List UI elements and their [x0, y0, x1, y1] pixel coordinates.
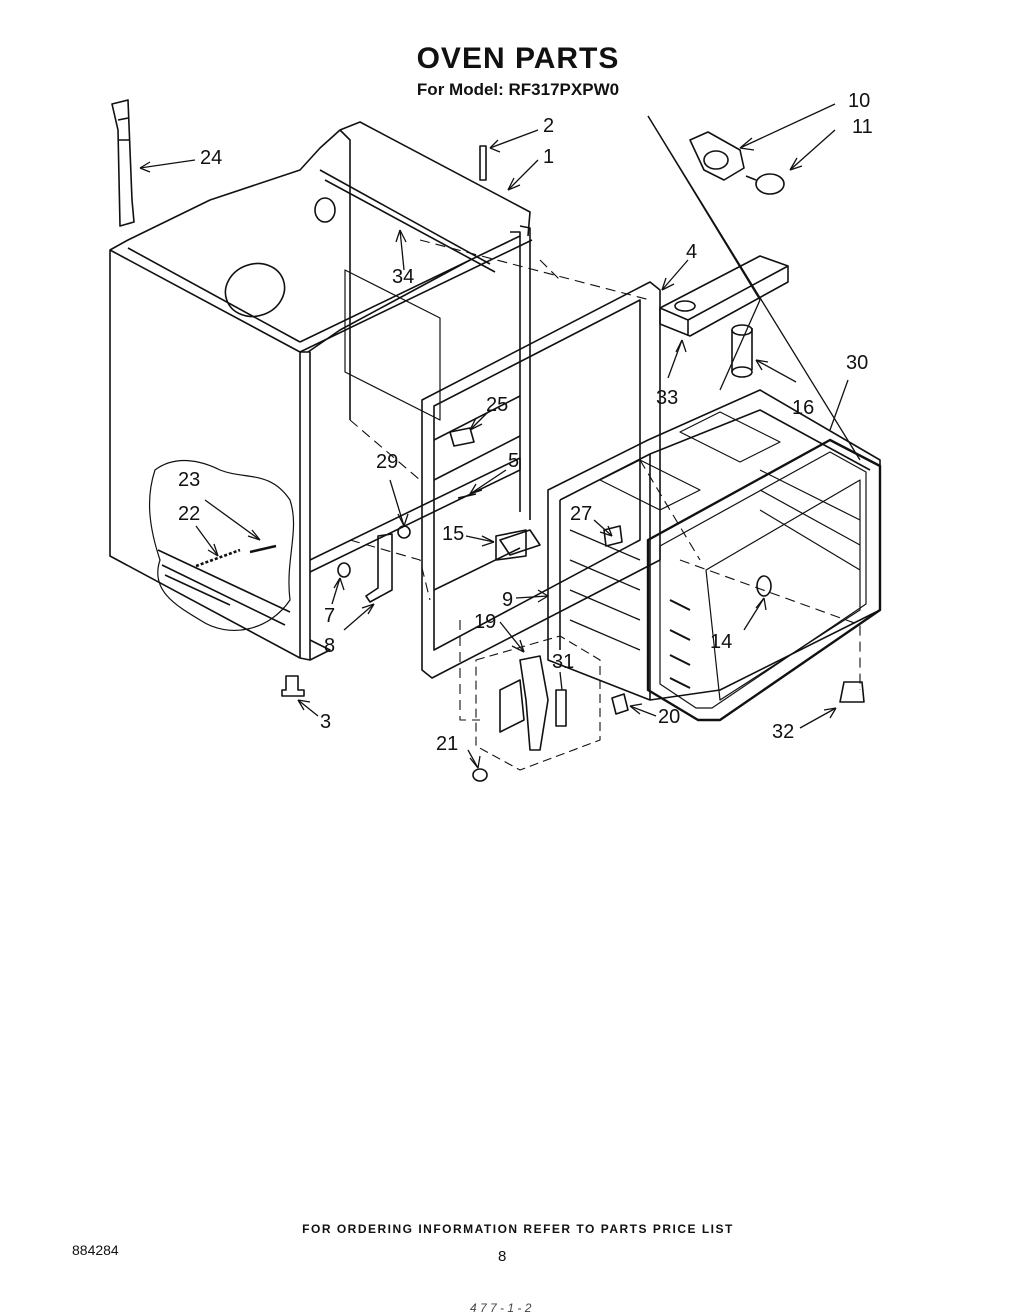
- callout-1: 1: [543, 146, 554, 168]
- callout-2: 2: [543, 115, 554, 137]
- front-frame: [421, 281, 661, 679]
- pin-part-23: [249, 544, 277, 554]
- callout-34: 34: [392, 266, 414, 288]
- callout-20: 20: [658, 706, 680, 728]
- callout-24: 24: [200, 147, 222, 169]
- oven-cabinet-body: [109, 121, 533, 661]
- screw-part-2: [479, 145, 487, 181]
- callout-29: 29: [376, 451, 398, 473]
- bracket-part-8: [365, 533, 393, 603]
- callout-11: 11: [852, 116, 873, 138]
- bracket-part-15: [495, 529, 527, 561]
- clip-part-21: [472, 768, 488, 782]
- clip-part-27: [603, 525, 623, 547]
- callout-30: 30: [846, 352, 868, 374]
- door-gasket-part-30: [646, 438, 882, 722]
- callout-15: 15: [442, 523, 464, 545]
- leg-part-3: [281, 675, 305, 697]
- callout-19: 19: [474, 611, 496, 633]
- stray-mark: 4 7 7 - 1 - 2: [470, 1301, 532, 1315]
- document-number: 884284: [72, 1242, 119, 1258]
- page-number: 8: [498, 1248, 507, 1265]
- callout-16: 16: [792, 397, 814, 419]
- page-title: OVEN PARTS: [416, 42, 620, 75]
- screw-part-20: [611, 693, 629, 715]
- leg-part-32: [839, 681, 865, 703]
- lamp-socket-part-10: [689, 131, 745, 181]
- callout-23: 23: [178, 469, 200, 491]
- vent-part-33: [659, 255, 789, 337]
- callout-7: 7: [324, 605, 335, 627]
- model-subtitle: For Model: RF317PXPW0: [416, 80, 620, 99]
- callout-5: 5: [508, 450, 519, 472]
- callout-4: 4: [686, 241, 697, 263]
- callout-8: 8: [324, 635, 335, 657]
- callout-3: 3: [320, 711, 331, 733]
- nut-part-7: [337, 562, 351, 578]
- callout-22: 22: [178, 503, 200, 525]
- lamp-bulb-part-11: [755, 173, 785, 195]
- callout-33: 33: [656, 387, 678, 409]
- tube-part-16: [731, 328, 753, 372]
- callout-25: 25: [486, 394, 508, 416]
- screw-part-5: [457, 493, 477, 499]
- callout-14: 14: [710, 631, 732, 653]
- spring-part-22: [195, 548, 241, 568]
- ordering-note: FOR ORDERING INFORMATION REFER TO PARTS …: [302, 1222, 734, 1236]
- callout-32: 32: [772, 721, 794, 743]
- callout-10: 10: [848, 90, 870, 112]
- spacer-part-29: [397, 525, 411, 539]
- callout-9: 9: [502, 589, 513, 611]
- hinge-part-19: [519, 655, 549, 751]
- bracket-part-24: [111, 99, 135, 227]
- callout-27: 27: [570, 503, 592, 525]
- sensor-part-25: [449, 427, 475, 447]
- callout-21: 21: [436, 733, 458, 755]
- callout-31: 31: [552, 651, 574, 673]
- oven-liner: [547, 389, 881, 701]
